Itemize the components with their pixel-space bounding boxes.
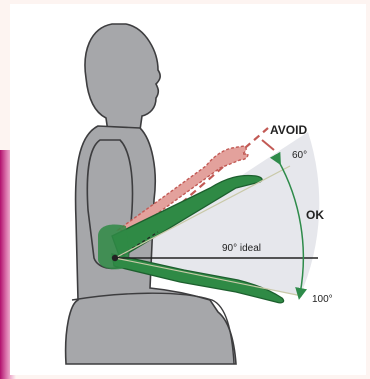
angle-60-label: 60° bbox=[292, 150, 307, 161]
avoid-label: AVOID bbox=[270, 123, 307, 137]
elbow-shading bbox=[98, 224, 130, 269]
angle-100-label: 100° bbox=[312, 294, 333, 305]
elbow-point bbox=[112, 255, 118, 261]
ok-label: OK bbox=[306, 208, 324, 222]
ideal-90-label: 90° ideal bbox=[222, 243, 261, 254]
